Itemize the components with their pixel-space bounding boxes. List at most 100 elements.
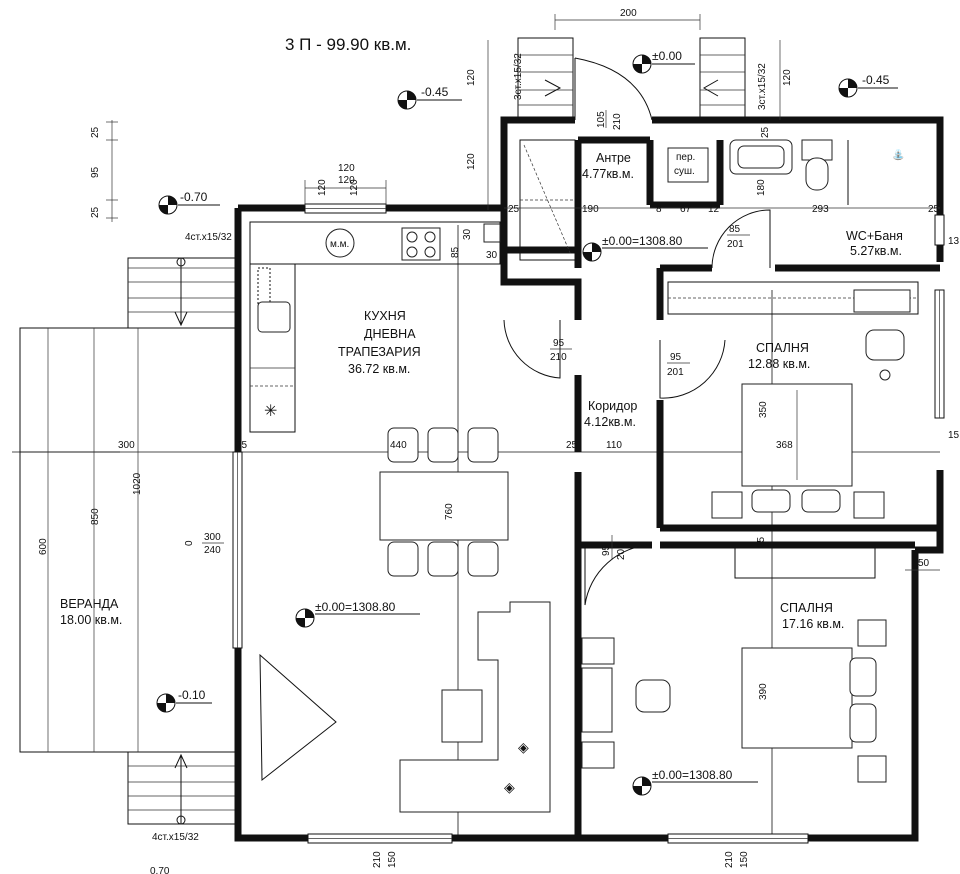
dim-120c: 120 bbox=[782, 69, 793, 86]
dim-kitchen-120b: 120 bbox=[338, 175, 355, 186]
heater-label-2: суш. bbox=[674, 166, 695, 177]
kitchen-counter-side bbox=[249, 263, 296, 433]
wc-window bbox=[934, 214, 945, 246]
antre: пер. суш. Антре 4.77кв.м. bbox=[519, 139, 709, 261]
bath-door-w: 85 bbox=[729, 224, 741, 235]
dim-440: 440 bbox=[390, 440, 407, 451]
dim-293: 293 bbox=[812, 204, 829, 215]
stairs-label-left-top: 4ст.х15/32 bbox=[185, 232, 232, 243]
bed-bedroom2 bbox=[741, 647, 853, 749]
cooktop bbox=[401, 227, 441, 261]
level-living: ±0.00=1308.80 bbox=[315, 600, 396, 614]
veranda-stairs-bottom bbox=[127, 751, 236, 825]
level-antre: ±0.00=1308.80 bbox=[602, 234, 683, 248]
bedroom1-label: СПАЛНЯ bbox=[756, 341, 809, 355]
dim-67: 67 bbox=[680, 204, 692, 215]
nightstand-2a bbox=[857, 619, 887, 647]
level-top-right: -0.45 bbox=[862, 73, 890, 87]
kitchen-counter-top bbox=[249, 221, 501, 265]
dim-8: 8 bbox=[656, 204, 662, 215]
kitchen-living: м.м. ✳ ◈ ◈ bbox=[249, 221, 551, 813]
level-marker-top-left bbox=[397, 90, 462, 110]
tv-stand bbox=[259, 653, 337, 782]
dim-b210a: 210 bbox=[372, 851, 383, 868]
level-top-left: -0.45 bbox=[421, 85, 449, 99]
dim-kitchen-120d: 120 bbox=[349, 179, 360, 196]
level-left-top: -0.70 bbox=[180, 190, 208, 204]
dim-180: 180 bbox=[756, 179, 767, 196]
toilet bbox=[805, 157, 829, 191]
stairs-top-right bbox=[699, 37, 746, 121]
dim-b150a: 150 bbox=[387, 851, 398, 868]
dim-110: 110 bbox=[606, 440, 622, 451]
bath-door bbox=[711, 209, 771, 269]
corridor: Коридор 4.12кв.м. bbox=[584, 399, 637, 429]
dim-0: 0 bbox=[184, 540, 195, 546]
kitchen-label-1: КУХНЯ bbox=[364, 309, 406, 323]
dim-left-25b: 25 bbox=[90, 206, 101, 218]
washing-machine bbox=[325, 228, 355, 258]
dim-bottom-070: 0.70 bbox=[150, 866, 170, 874]
dim-1020: 1020 bbox=[132, 472, 143, 495]
doors bbox=[503, 209, 771, 606]
dim-12: 12 bbox=[708, 204, 720, 215]
bedroom1-area: 12.88 кв.м. bbox=[748, 357, 810, 371]
dimensions: 200 25 95 25 120 120 120 120 120 120 120… bbox=[38, 8, 960, 874]
dim-600: 600 bbox=[38, 538, 49, 555]
level-marker-top-right bbox=[838, 78, 898, 98]
bedroom2-door-h: 201 bbox=[616, 543, 627, 560]
corridor-area: 4.12кв.м. bbox=[584, 415, 636, 429]
fridge-icon: ✳ bbox=[264, 403, 277, 420]
antre-label: Антре bbox=[596, 151, 631, 165]
kitchen-label-2: ДНЕВНА bbox=[364, 327, 416, 341]
wardrobe-bedroom2 bbox=[734, 547, 876, 579]
dining-table bbox=[379, 471, 509, 541]
dim-left-25a: 25 bbox=[90, 126, 101, 138]
cabinet-3 bbox=[581, 741, 615, 769]
dim-30b: 30 bbox=[486, 250, 498, 261]
kitchen-area: 36.72 кв.м. bbox=[348, 362, 410, 376]
dim-30a: 30 bbox=[462, 228, 473, 240]
chair-bedroom2 bbox=[635, 679, 671, 713]
dim-390: 390 bbox=[758, 683, 769, 700]
door-entry-height: 210 bbox=[612, 113, 623, 130]
dim-850: 850 bbox=[90, 508, 101, 525]
veranda-area: 18.00 кв.м. bbox=[60, 613, 122, 627]
dim-25-wc: 25 bbox=[760, 126, 771, 138]
kitchen-door-w: 95 bbox=[553, 338, 565, 349]
nightstand-2b bbox=[857, 755, 887, 783]
nightstand-1a bbox=[711, 491, 743, 519]
dim-kitchen-120c: 120 bbox=[317, 179, 328, 196]
level-marker-entry bbox=[632, 54, 695, 74]
level-markers: ±0.00 -0.45 -0.45 -0.70 -0.10 ±0.00=1308… bbox=[156, 49, 898, 825]
dim-300b: 300 bbox=[204, 532, 221, 543]
nightstand-1b bbox=[853, 491, 885, 519]
windows bbox=[232, 203, 945, 844]
sofa: ◈ ◈ bbox=[399, 601, 551, 813]
stair-marker-bottom bbox=[176, 815, 186, 825]
level-marker-antre bbox=[582, 242, 708, 262]
dim-240: 240 bbox=[204, 545, 221, 556]
kitchen-label-3: ТРАПЕЗАРИЯ bbox=[338, 345, 421, 359]
dim-300: 300 bbox=[118, 440, 135, 451]
sink bbox=[257, 301, 291, 333]
level-entry: ±0.00 bbox=[652, 49, 682, 63]
level-marker-left-bottom bbox=[156, 693, 212, 713]
bedroom1-door-h: 201 bbox=[667, 367, 684, 378]
veranda: ВЕРАНДА 18.00 кв.м. 4ст.х15/32 4ст.х15/3… bbox=[19, 232, 236, 843]
veranda-label: ВЕРАНДА bbox=[60, 597, 119, 611]
dim-200: 200 bbox=[620, 8, 637, 19]
dining-chairs bbox=[387, 427, 499, 577]
toilet-tank bbox=[801, 139, 833, 161]
coffee-table bbox=[441, 689, 483, 743]
dim-kitchen-120a: 120 bbox=[338, 163, 355, 174]
entry: 3ст.х15/32 3ст.х15/32 105 210 bbox=[513, 37, 768, 130]
stairs-label-top-right: 3ст.х15/32 bbox=[757, 63, 768, 110]
level-marker-bedroom2 bbox=[632, 776, 758, 796]
dim-left-95: 95 bbox=[90, 166, 101, 178]
chair-bedroom1 bbox=[865, 329, 905, 361]
stairs-label-left-bottom: 4ст.х15/32 bbox=[152, 832, 199, 843]
bedroom2: СПАЛНЯ 17.16 кв.м. bbox=[581, 547, 887, 783]
dim-r13: 13 bbox=[948, 236, 960, 247]
